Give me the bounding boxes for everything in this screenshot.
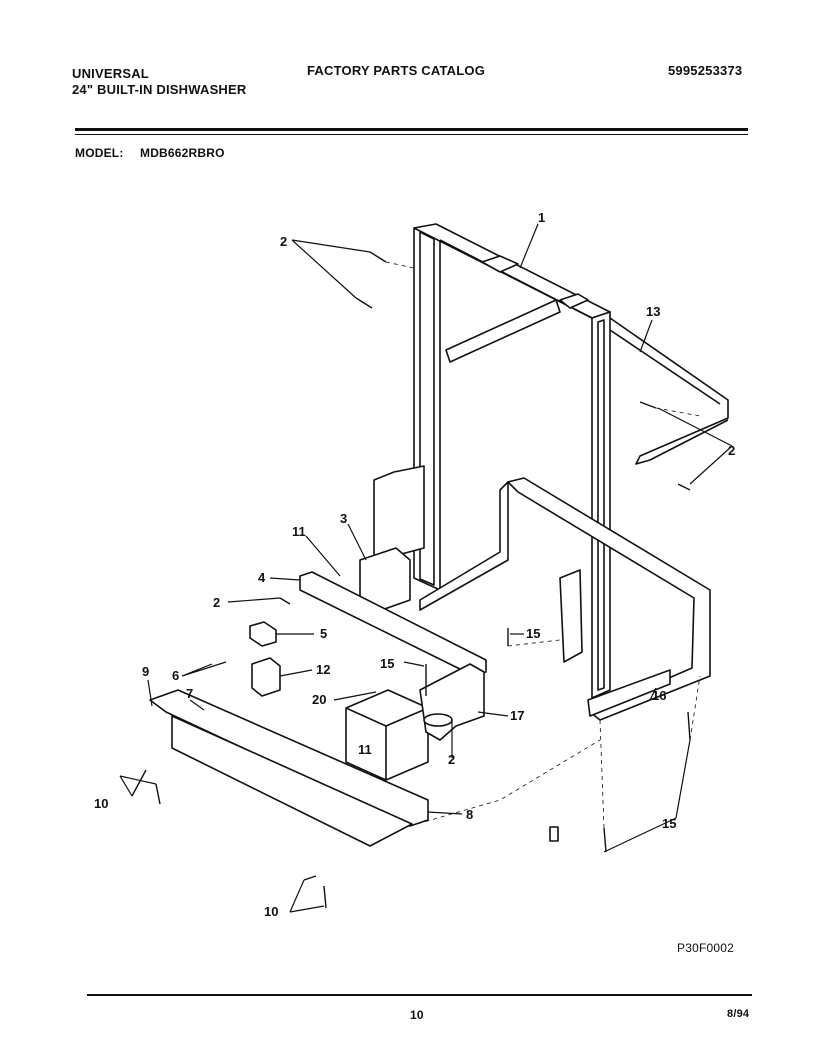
callout-2: 2 xyxy=(280,234,287,249)
brace-part xyxy=(609,317,729,465)
latch-part xyxy=(249,621,277,647)
callout-11: 11 xyxy=(358,742,372,757)
callout-15: 15 xyxy=(526,626,540,641)
brand-name: UNIVERSAL xyxy=(72,66,149,81)
callout-4: 4 xyxy=(258,570,266,585)
callout-15: 15 xyxy=(380,656,394,671)
catalog-title: FACTORY PARTS CATALOG xyxy=(307,63,486,78)
page-number: 10 xyxy=(410,1008,424,1022)
product-title: 24" BUILT-IN DISHWASHER xyxy=(72,82,247,97)
callout-9: 9 xyxy=(142,664,149,679)
callout-17: 17 xyxy=(510,708,524,723)
door-frame-part xyxy=(413,223,611,699)
callout-2: 2 xyxy=(728,443,735,458)
mounting-rail-part xyxy=(299,571,487,677)
assembly-lines xyxy=(385,261,701,829)
callout-1: 1 xyxy=(538,210,545,225)
transformer-box-part xyxy=(345,689,429,781)
callout-12: 12 xyxy=(316,662,330,677)
leader-lines xyxy=(119,223,733,913)
callout-20: 20 xyxy=(312,692,326,707)
footer-rule xyxy=(87,994,752,996)
fan-part xyxy=(423,713,453,727)
print-date: 8/94 xyxy=(727,1008,750,1020)
callout-6: 6 xyxy=(172,668,179,683)
callout-11: 11 xyxy=(292,524,306,539)
callout-16: 16 xyxy=(652,688,666,703)
callout-2: 2 xyxy=(448,752,455,767)
header-rule-thin xyxy=(75,134,748,135)
kick-panel-part xyxy=(149,689,429,827)
callout-10: 10 xyxy=(94,796,108,811)
hinge-bracket xyxy=(373,465,425,561)
callout-15: 15 xyxy=(662,816,676,831)
small-square-mark xyxy=(549,826,559,842)
model-number: MDB662RBRO xyxy=(140,146,225,160)
callout-3: 3 xyxy=(340,511,347,526)
callout-5: 5 xyxy=(320,626,327,641)
relay-part xyxy=(251,657,281,697)
callout-labels: 1 13 2 2 2 2 3 11 11 4 5 6 12 9 7 20 15 … xyxy=(94,210,735,919)
screws xyxy=(131,251,691,909)
callout-10: 10 xyxy=(264,904,278,919)
bracket-part xyxy=(559,569,583,663)
catalog-number: 5995253373 xyxy=(668,63,743,78)
base-frame-part xyxy=(419,477,711,721)
callout-13: 13 xyxy=(646,304,660,319)
callout-8: 8 xyxy=(466,807,473,822)
header-rule-top xyxy=(75,128,748,131)
model-label: MODEL: xyxy=(75,146,124,160)
callout-2: 2 xyxy=(213,595,220,610)
callout-7: 7 xyxy=(186,686,193,701)
figure-code: P30F0002 xyxy=(677,941,734,955)
